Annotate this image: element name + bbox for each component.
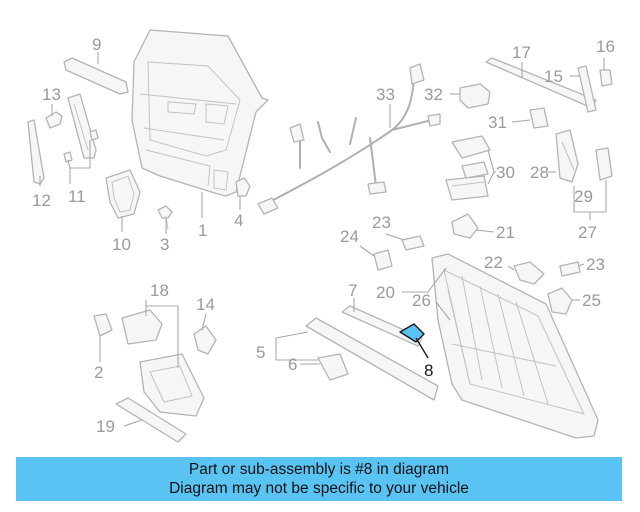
callout-23b: 23 <box>586 255 605 274</box>
callout-14: 14 <box>196 295 215 314</box>
sill-strip-part <box>341 305 423 347</box>
callout-4: 4 <box>234 211 243 230</box>
small-part <box>373 249 393 271</box>
callout-28: 28 <box>530 163 549 182</box>
handle-housing-part <box>139 353 205 417</box>
small-part <box>559 261 581 277</box>
callout-25: 25 <box>582 291 601 310</box>
banner-line-1: Part or sub-assembly is #8 in diagram <box>188 461 450 478</box>
leader-lines <box>39 52 607 427</box>
small-knob-part <box>93 313 113 337</box>
trim-strip-part <box>63 57 129 95</box>
callout-11: 11 <box>68 187 86 206</box>
banner-line-2: Diagram may not be specific to your vehi… <box>169 480 469 497</box>
sill-panel-part <box>305 317 439 401</box>
cap-part <box>599 69 613 87</box>
callout-22: 22 <box>484 253 503 272</box>
callout-26: 26 <box>412 291 431 310</box>
info-banner: Part or sub-assembly is #8 in diagram Di… <box>16 457 622 501</box>
cover-part <box>105 169 141 219</box>
switch-part <box>461 161 489 179</box>
callout-3: 3 <box>160 235 169 254</box>
callout-19: 19 <box>96 417 115 436</box>
bulb-part <box>235 177 251 197</box>
callout-23a: 23 <box>372 213 391 232</box>
latch-part <box>555 129 579 183</box>
handle-bezel-part <box>451 213 479 239</box>
switch-part <box>445 175 489 201</box>
callout-20: 20 <box>376 283 395 302</box>
screw-part <box>63 151 73 163</box>
lever-part <box>513 261 545 285</box>
callout-24: 24 <box>340 227 359 246</box>
callout-15: 15 <box>544 67 563 86</box>
door-shell <box>431 253 599 439</box>
callout-1: 1 <box>198 221 207 240</box>
callout-31: 31 <box>488 113 507 132</box>
vertical-trim-part <box>577 65 597 113</box>
connector-part <box>459 83 491 109</box>
screw-part <box>157 205 173 219</box>
callout-7: 7 <box>348 281 357 300</box>
pillar-trim-part <box>67 93 97 159</box>
bracket-part <box>547 287 573 315</box>
callout-32: 32 <box>424 85 443 104</box>
clip-part <box>45 111 63 129</box>
callout-12: 12 <box>32 191 51 210</box>
callout-8: 8 <box>424 361 433 380</box>
callout-5: 5 <box>256 343 265 362</box>
callout-18: 18 <box>150 281 169 300</box>
callout-labels: 1 2 3 4 5 6 7 8 9 10 11 12 13 14 15 16 1… <box>32 35 615 436</box>
callout-29: 29 <box>574 187 593 206</box>
switch-part <box>451 135 491 159</box>
callout-9: 9 <box>92 35 101 54</box>
sill-clip-part <box>317 353 349 381</box>
callout-27: 27 <box>578 223 597 242</box>
handle-part <box>121 309 163 345</box>
callout-21: 21 <box>496 223 515 242</box>
pocket-trim-part <box>115 397 187 443</box>
callout-30: 30 <box>496 163 515 182</box>
callout-33: 33 <box>376 85 395 104</box>
callout-16: 16 <box>596 37 615 56</box>
screw-part <box>89 129 99 141</box>
callout-2: 2 <box>94 363 103 382</box>
block-part <box>529 107 549 129</box>
long-strip-part <box>485 57 597 109</box>
wiring-harness <box>257 63 441 215</box>
narrow-trim-part <box>27 119 45 185</box>
small-part <box>401 235 425 251</box>
callout-6: 6 <box>288 355 297 374</box>
parts-diagram: 1 2 3 4 5 6 7 8 9 10 11 12 13 14 15 16 1… <box>27 29 615 443</box>
pull-cup-part <box>193 325 217 355</box>
latch-part <box>595 147 613 181</box>
callout-17: 17 <box>512 43 531 62</box>
callout-10: 10 <box>112 235 131 254</box>
highlighted-part-8 <box>399 323 425 343</box>
callout-13: 13 <box>42 85 61 104</box>
door-trim-panel <box>131 29 269 197</box>
